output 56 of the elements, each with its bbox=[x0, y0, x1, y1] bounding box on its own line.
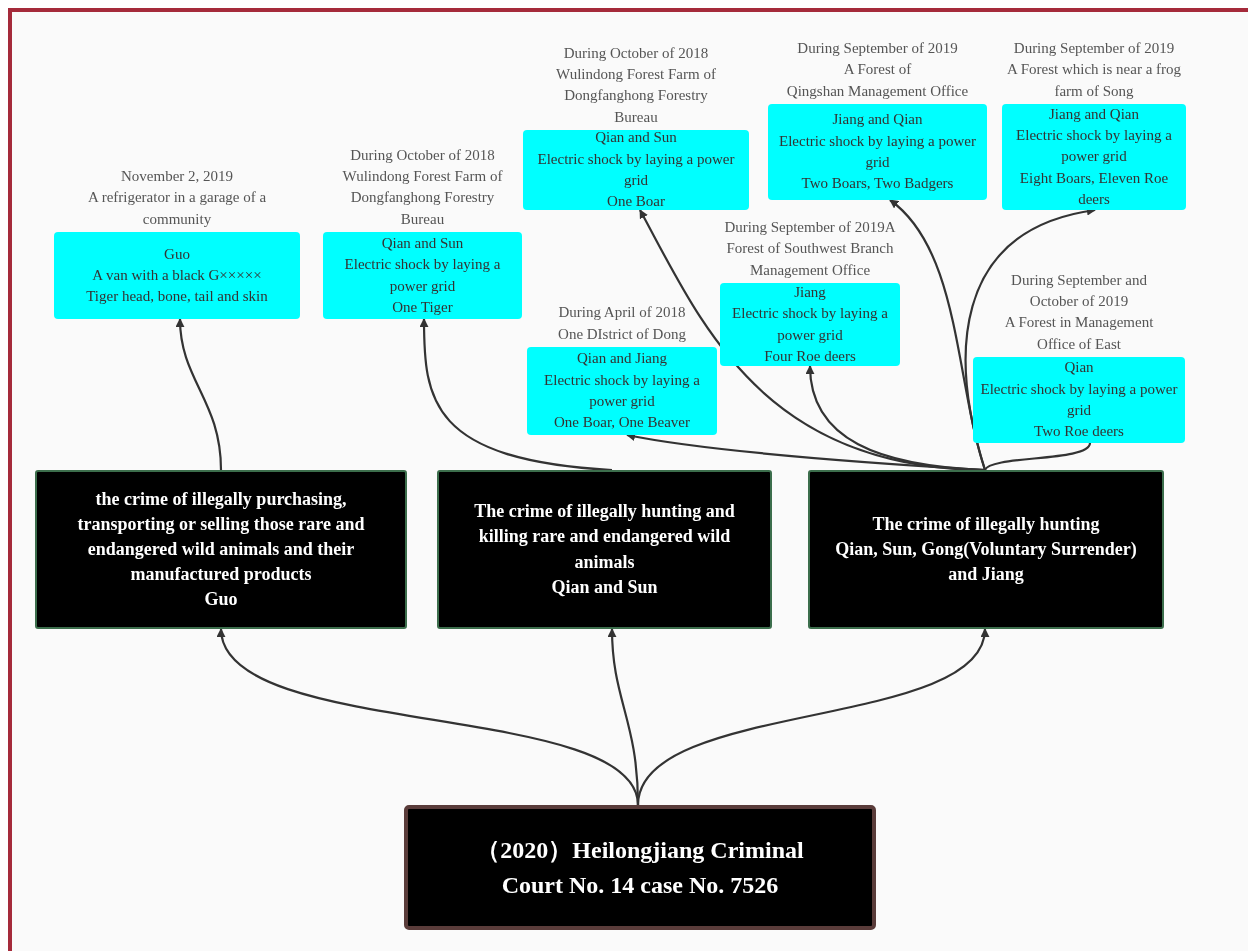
incident-detail: Electric shock by laying a power grid bbox=[778, 131, 977, 172]
date-location-heading: November 2, 2019 bbox=[120, 167, 234, 187]
incident-detail: Electric shock by laying a power grid bbox=[731, 304, 889, 345]
incident-detail: Jiang and Qian bbox=[1049, 104, 1139, 124]
charge-name: The crime of illegally hunting bbox=[872, 512, 1100, 536]
charge-box bbox=[35, 470, 407, 629]
incident-detail: Tiger head, bone, tail and skin bbox=[86, 287, 268, 307]
incident-detail: Electric shock by laying a power grid bbox=[536, 149, 736, 190]
incident-detail: Qian bbox=[1064, 358, 1094, 378]
defendant-names: Qian and Sun bbox=[551, 575, 658, 599]
date-location-heading: During September of 2019 bbox=[797, 39, 958, 59]
incident-detail: Two Boars, Two Badgers bbox=[801, 174, 954, 194]
date-location-heading: During September and October of 2019 bbox=[1010, 270, 1148, 312]
arrow bbox=[419, 318, 613, 472]
charge-name: the crime of illegally purchasing, transporting or selling those rare and endangered wild animals and their manufactured products bbox=[76, 487, 366, 587]
date-location-heading: During October of 2018 bbox=[563, 43, 709, 63]
arrow bbox=[636, 628, 987, 806]
incident-detail: One Tiger bbox=[392, 297, 453, 317]
incident-detail: Electric shock by laying a power grid bbox=[543, 370, 701, 411]
date-location-heading: A Forest in Management Office of East bbox=[1003, 313, 1155, 354]
defendant-names: Qian, Sun, Gong(Voluntary Surrender) and Jiang bbox=[834, 537, 1138, 587]
incident-detail: One Boar, One Beaver bbox=[554, 413, 690, 433]
case-title: （2020）Heilongjiang Criminal Court No. 14 case No. 7526 bbox=[475, 835, 805, 900]
incident-detail: Eight Boars, Eleven Roe deers bbox=[1018, 168, 1170, 209]
incident-detail: Jiang and Qian bbox=[832, 110, 923, 130]
incident-detail: Electric shock by laying a power grid bbox=[343, 255, 502, 296]
date-location-heading: During April of 2018 bbox=[558, 303, 686, 323]
date-location-heading: During October of 2018 bbox=[350, 145, 495, 165]
incident-detail: Two Roe deers bbox=[1034, 422, 1124, 442]
incident-detail: Electric shock by laying a power grid bbox=[979, 379, 1179, 420]
incident-detail: Electric shock by laying a power grid bbox=[1015, 126, 1173, 167]
incident-detail: Qian and Sun bbox=[595, 128, 677, 148]
date-location-heading: A Forest of bbox=[843, 60, 912, 80]
incident-detail: A van with a black G××××× bbox=[92, 265, 262, 285]
date-location-heading: Wulindong Forest Farm of Dongfanghong Forestry Bureau bbox=[341, 167, 504, 229]
date-location-heading: A Forest which is near a frog farm of Song bbox=[1005, 60, 1183, 101]
date-location-heading: One DIstrict of Dong bbox=[558, 324, 686, 344]
date-location-heading: A refrigerator in a garage of a community bbox=[86, 188, 268, 229]
date-location-heading: Wulindong Forest Farm of Dongfanghong Forestry Bureau bbox=[555, 65, 717, 127]
arrow bbox=[964, 207, 1096, 471]
incident-detail: Guo bbox=[164, 244, 190, 264]
arrow bbox=[626, 432, 986, 472]
incident-detail: Four Roe deers bbox=[764, 346, 856, 366]
date-location-heading: During September of 2019A Forest of Southwest Branch Management Office bbox=[723, 218, 897, 280]
incident-detail: Jiang bbox=[794, 282, 826, 302]
incident-detail: Qian and Sun bbox=[381, 233, 464, 253]
incident-detail: Qian and Jiang bbox=[577, 349, 667, 369]
charge-box bbox=[808, 470, 1164, 629]
arrow bbox=[175, 318, 223, 471]
charge-box bbox=[437, 470, 772, 629]
case-box bbox=[404, 805, 876, 930]
charge-name: The crime of illegally hunting and killing rare and endangered wild animals bbox=[473, 500, 736, 574]
defendant-names: Guo bbox=[204, 588, 238, 612]
date-location-heading: During September of 2019 bbox=[1013, 39, 1175, 59]
date-location-heading: Qingshan Management Office bbox=[786, 81, 969, 101]
incident-detail: One Boar bbox=[607, 192, 665, 212]
